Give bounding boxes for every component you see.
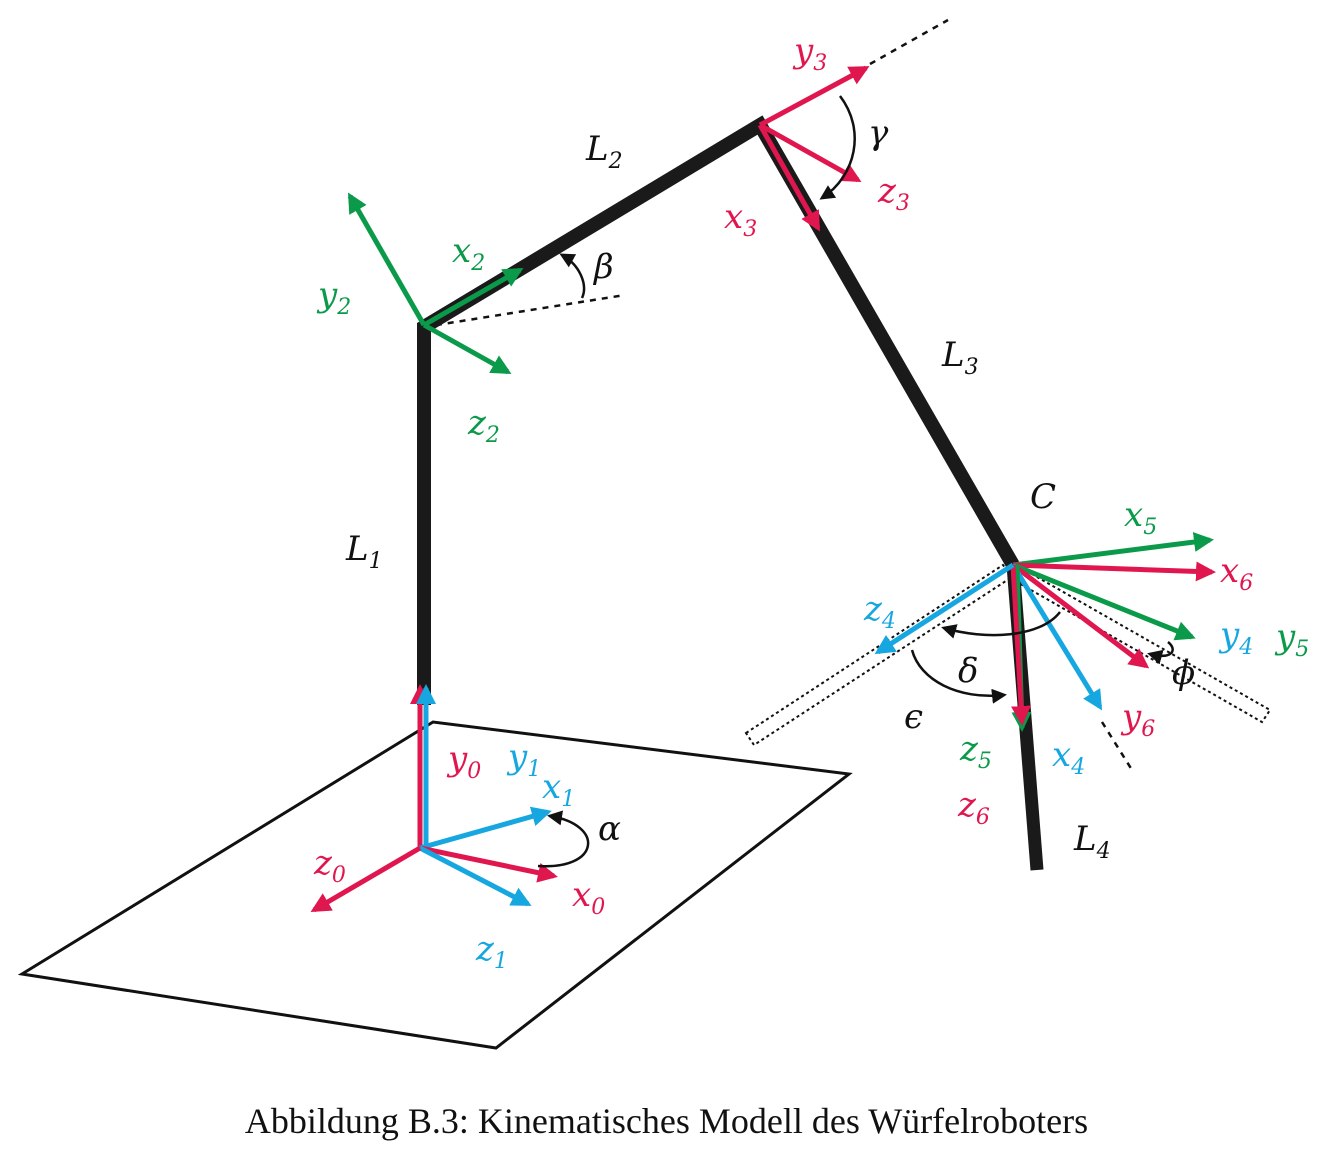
dotted-bar-left xyxy=(744,563,1014,747)
label-z6: z6 xyxy=(957,785,990,830)
dashed-ref-beta xyxy=(423,293,626,329)
arc-beta xyxy=(559,253,586,299)
axis-z1 xyxy=(418,845,532,907)
label-l1: L1 xyxy=(345,529,383,574)
label-x6: x6 xyxy=(1220,551,1253,596)
axis-z4 xyxy=(874,562,1015,655)
label-point-c: C xyxy=(1030,477,1056,517)
arc-gamma xyxy=(819,95,856,200)
label-z4: z4 xyxy=(863,589,896,634)
label-y2: y2 xyxy=(316,275,351,320)
axis-z6 xyxy=(1010,564,1032,726)
label-y1: y1 xyxy=(506,737,541,782)
label-epsilon: ϵ xyxy=(904,697,923,737)
label-x3: x3 xyxy=(724,197,757,242)
figure-caption: Abbildung B.3: Kinematisches Modell des … xyxy=(244,1101,1089,1141)
axis-x3 xyxy=(757,123,821,232)
label-beta: β xyxy=(592,247,614,287)
label-l3: L3 xyxy=(941,335,979,380)
label-y5: y5 xyxy=(1274,617,1309,662)
label-z2: z2 xyxy=(467,403,500,448)
label-gamma: γ xyxy=(868,113,889,153)
label-x1: x1 xyxy=(542,767,575,812)
label-l2: L2 xyxy=(585,129,623,174)
axis-y3 xyxy=(758,65,870,128)
label-x5: x5 xyxy=(1124,495,1157,540)
axis-x4 xyxy=(1010,563,1103,711)
dashed-ref-gamma xyxy=(869,18,949,66)
label-z1: z1 xyxy=(475,929,508,974)
arc-epsilon xyxy=(910,649,1007,704)
axis-z0 xyxy=(310,845,422,913)
axis-z2 xyxy=(422,322,512,375)
label-delta: δ xyxy=(958,651,978,691)
axis-y6 xyxy=(1011,563,1150,669)
axis-x1 xyxy=(419,806,552,851)
label-x4: x4 xyxy=(1052,735,1085,780)
label-z0: z0 xyxy=(313,843,346,888)
robot-links xyxy=(417,115,1020,705)
axis-y5 xyxy=(1012,562,1196,641)
axis-z3 xyxy=(758,122,862,183)
ground-plane xyxy=(17,720,853,1050)
label-x0: x0 xyxy=(572,875,605,920)
label-l4: L4 xyxy=(1073,819,1111,864)
axis-y2 xyxy=(347,192,427,327)
label-phi: ϕ xyxy=(1172,653,1195,693)
label-y6: y6 xyxy=(1120,697,1155,742)
label-y0: y0 xyxy=(446,739,481,784)
label-z5: z5 xyxy=(959,729,992,774)
axis-x2 xyxy=(422,267,524,328)
label-x2: x2 xyxy=(452,231,485,276)
label-alpha: α xyxy=(598,809,621,849)
label-z3: z3 xyxy=(877,171,910,216)
label-y3: y3 xyxy=(792,31,827,76)
axis-x5 xyxy=(1012,532,1214,568)
label-y4: y4 xyxy=(1218,615,1253,660)
arc-delta xyxy=(941,611,1061,639)
dashed-ref-x4 xyxy=(1100,721,1134,771)
axis-x0 xyxy=(419,845,558,883)
arc-alpha xyxy=(537,810,590,868)
arc-phi xyxy=(1147,641,1174,665)
axis-x6 xyxy=(1012,561,1216,582)
